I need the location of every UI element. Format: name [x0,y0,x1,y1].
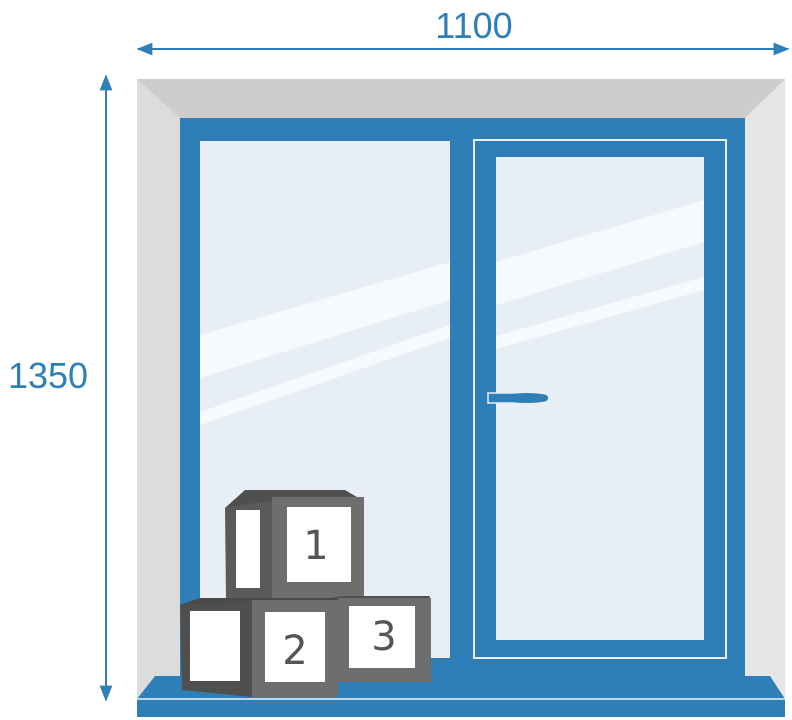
cube-1-face [287,507,351,582]
wall-reveal-left [137,79,180,699]
cube-3-label: 3 [371,614,396,660]
cube-2: 2 [180,598,338,697]
width-dimension: 1100 [136,5,790,56]
height-label: 1350 [8,355,88,396]
window-handle [487,391,550,405]
cube-stack: 1 3 2 [180,490,431,697]
width-label: 1100 [435,5,512,46]
cube-2-label: 2 [282,628,307,674]
cube-1: 1 [225,490,364,598]
right-glass-reflection-1 [496,200,704,305]
cube-1-side-face [236,510,260,588]
left-glass-reflection-2 [200,325,450,425]
cube-3-face [349,606,415,668]
height-dimension: 1350 [8,74,113,702]
cube-2-face [265,612,325,682]
cube-1-label: 1 [303,523,328,569]
cube-2-side-face [190,611,240,681]
right-glass-reflection-2 [496,277,704,349]
wall-reveal-top [137,79,785,118]
sill-front [137,699,785,717]
cube-3: 3 [330,596,431,682]
left-glass-reflection-1 [200,262,450,378]
wall-reveal-right [745,79,785,699]
